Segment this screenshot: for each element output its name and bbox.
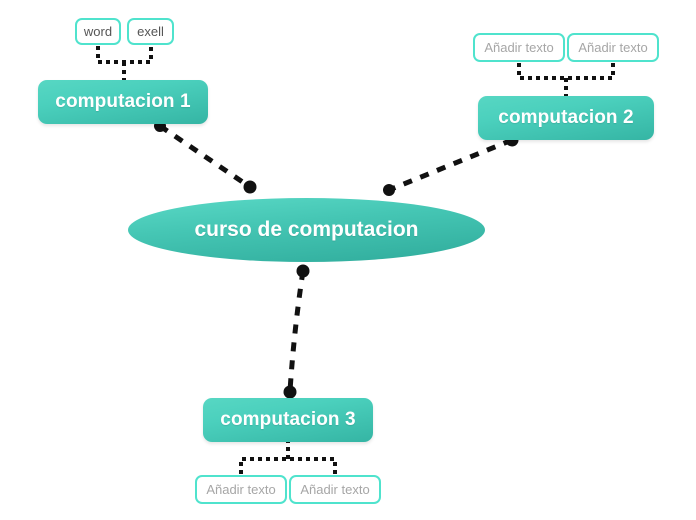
root-node-label: curso de computacion [194,218,419,241]
branch-node-label: computacion 1 [55,91,191,112]
leaf-node-word[interactable]: word [75,18,121,45]
edge-root-to-branch-1 [154,120,257,194]
leaf-node-add-text-b2-2[interactable]: Añadir texto [567,33,659,62]
branch-node-computacion-2[interactable]: computacion 2 [478,96,654,140]
leaf-node-label: exell [137,24,164,39]
leaf-node-label: Añadir texto [206,482,276,497]
leaf-node-add-text-b3-1[interactable]: Añadir texto [195,475,287,504]
root-node[interactable]: curso de computacion [128,198,485,262]
branch-node-computacion-1[interactable]: computacion 1 [38,80,208,124]
edge-root-to-branch-3 [283,264,310,399]
child-connector-branch-3 [239,442,337,474]
branch-node-computacion-3[interactable]: computacion 3 [203,398,373,442]
leaf-node-label: Añadir texto [578,40,648,55]
child-connector-branch-2 [517,63,615,96]
leaf-node-add-text-b2-1[interactable]: Añadir texto [473,33,565,62]
child-connector-branch-1 [96,46,153,80]
leaf-node-label: Añadir texto [484,40,554,55]
branch-node-label: computacion 2 [498,107,634,128]
edge-root-to-branch-2 [383,133,519,196]
leaf-node-label: Añadir texto [300,482,370,497]
leaf-node-label: word [83,24,113,39]
leaf-node-add-text-b3-2[interactable]: Añadir texto [289,475,381,504]
leaf-node-exell[interactable]: exell [127,18,174,45]
branch-node-label: computacion 3 [220,409,356,430]
